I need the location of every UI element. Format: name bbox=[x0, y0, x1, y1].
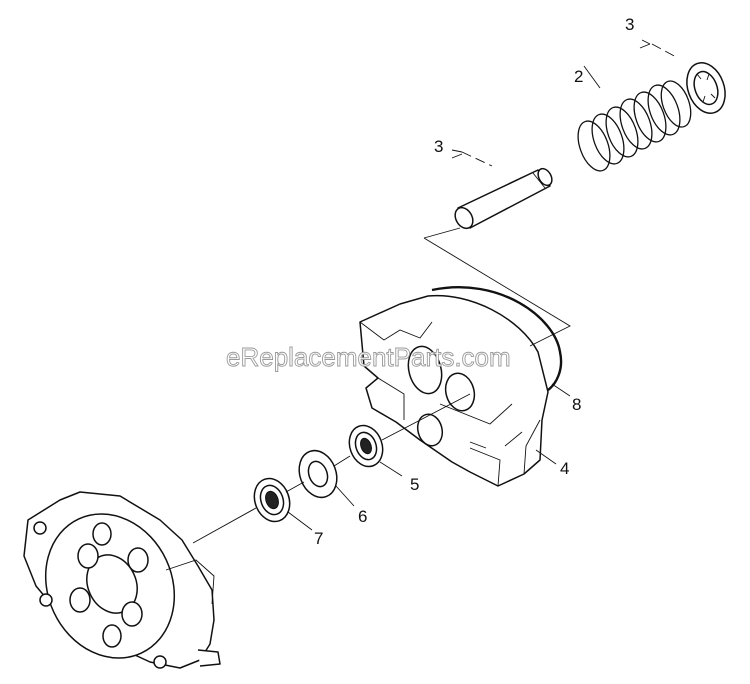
part-label-3-top: 3 bbox=[625, 15, 634, 34]
piston-rod-part-3 bbox=[454, 167, 553, 230]
seal-part-5 bbox=[348, 424, 384, 468]
o-ring-part-8 bbox=[431, 286, 563, 391]
seal-part-7 bbox=[253, 477, 291, 523]
part-label-3-middle: 3 bbox=[434, 137, 443, 156]
retaining-ring-part-3 bbox=[686, 62, 726, 114]
cylinder-head-part-4 bbox=[359, 294, 549, 487]
watermark-text: eReplacementParts.com bbox=[226, 342, 511, 372]
part-label-8: 8 bbox=[572, 395, 581, 414]
part-label-4: 4 bbox=[560, 459, 569, 478]
part-label-7: 7 bbox=[314, 529, 323, 548]
spring-part-2 bbox=[577, 80, 692, 172]
part-label-6: 6 bbox=[358, 507, 367, 526]
washer-part-6 bbox=[298, 449, 338, 499]
part-label-5: 5 bbox=[410, 475, 419, 494]
part-label-2: 2 bbox=[574, 67, 583, 86]
leader-lines bbox=[192, 39, 679, 544]
pump-housing bbox=[23, 491, 221, 669]
